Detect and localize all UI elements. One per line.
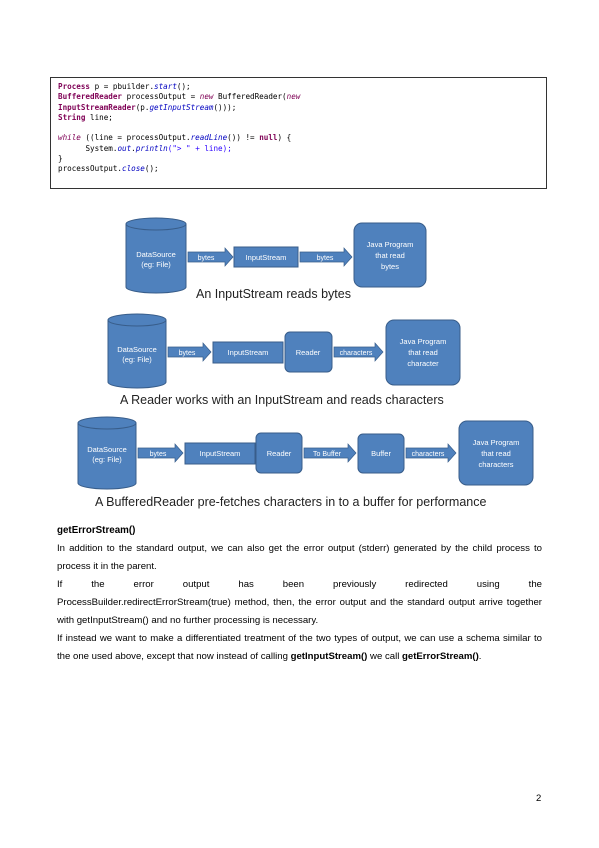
datasource-cylinder: DataSource (eg: File) [77, 416, 137, 490]
program-label: bytes [381, 262, 399, 271]
reader-box: Reader [255, 432, 303, 474]
code-line: while ((line = processOutput.readLine())… [58, 133, 292, 143]
arrow-label: bytes [179, 350, 196, 357]
arrow-characters: characters [405, 443, 457, 463]
arrow-characters: characters [333, 342, 384, 362]
arrow-bytes: bytes [137, 443, 184, 463]
program-label: that read [481, 449, 511, 458]
diagram-reader: DataSource (eg: File) bytes InputStream … [107, 313, 461, 407]
code-line-blank [58, 123, 539, 133]
arrow-label: characters [412, 451, 445, 458]
arrow-label: characters [340, 350, 373, 357]
buffer-box: Buffer [357, 433, 405, 474]
box-label: Reader [296, 348, 321, 357]
program-label: that read [408, 348, 438, 357]
datasource-sublabel: (eg: File) [141, 260, 171, 269]
datasource-label: DataSource [87, 445, 127, 454]
program-label: Java Program [473, 438, 520, 447]
program-label: Java Program [400, 337, 447, 346]
arrow-label: bytes [150, 451, 167, 458]
inputstream-box: InputStream [184, 442, 256, 465]
section-heading: getErrorStream() [57, 525, 136, 536]
arrow-bytes-1: bytes [187, 247, 234, 267]
section-body: getErrorStream() In addition to the stan… [57, 522, 542, 666]
datasource-cylinder: DataSource (eg: File) [107, 313, 167, 389]
java-program-box: Java Program that read character [385, 319, 461, 386]
java-program-box: Java Program that read bytes [353, 222, 427, 288]
reader-box: Reader [284, 331, 333, 373]
page-number: 2 [536, 793, 542, 804]
inputstream-box: InputStream [233, 246, 299, 268]
program-label: character [407, 359, 439, 368]
paragraph-2: ProcessBuilder.redirectErrorStream(true)… [57, 597, 542, 626]
paragraph-3-text: . [478, 651, 482, 662]
code-line: InputStreamReader(p.getInputStream())); [58, 102, 237, 112]
paragraph-3-text: we call [367, 651, 403, 662]
code-line: String line; [58, 112, 113, 122]
inputstream-box: InputStream [212, 341, 284, 364]
diagram-caption: A Reader works with an InputStream and r… [120, 393, 444, 407]
code-line: Process p = pbuilder.start(); [58, 82, 191, 91]
arrow-label: bytes [317, 255, 334, 262]
code-listing: Process p = pbuilder.start(); BufferedRe… [50, 77, 547, 189]
diagram-caption: An InputStream reads bytes [196, 287, 351, 301]
java-program-box: Java Program that read characters [458, 420, 534, 486]
program-label: Java Program [367, 240, 414, 249]
datasource-sublabel: (eg: File) [122, 355, 152, 364]
arrow-label: bytes [198, 255, 215, 262]
code-line: } [58, 154, 63, 164]
box-label: InputStream [200, 449, 241, 458]
program-label: that read [375, 251, 405, 260]
diagram-bufferedreader: DataSource (eg: File) bytes InputStream … [77, 416, 534, 509]
program-label: characters [478, 460, 513, 469]
datasource-label: DataSource [117, 345, 157, 354]
datasource-sublabel: (eg: File) [92, 455, 122, 464]
arrow-to-buffer: To Buffer [303, 443, 357, 463]
arrow-bytes-2: bytes [299, 247, 353, 267]
box-label: InputStream [246, 253, 287, 262]
box-label: Reader [267, 449, 292, 458]
method-name: getErrorStream() [402, 651, 479, 662]
datasource-cylinder: DataSource (eg: File) [125, 217, 187, 294]
paragraph-3: If instead we want to make a differentia… [57, 630, 542, 666]
paragraph-3-text: If instead we want to make a differentia… [57, 633, 542, 662]
paragraph-1: In addition to the standard output, we c… [57, 543, 542, 572]
code-line: processOutput.close(); [58, 164, 159, 174]
diagram-caption: A BufferedReader pre-fetches characters … [95, 495, 486, 509]
paragraph-2-line-1: If the error output has been previously … [57, 579, 542, 590]
box-label: Buffer [371, 449, 391, 458]
code-line: System.out.println("> " + line); [85, 143, 232, 153]
arrow-label: To Buffer [313, 451, 342, 458]
diagram-inputstream: DataSource (eg: File) bytes InputStream … [125, 217, 427, 301]
code-line: BufferedReader processOutput = new Buffe… [58, 92, 301, 102]
datasource-label: DataSource [136, 250, 176, 259]
method-name: getInputStream() [290, 651, 368, 662]
box-label: InputStream [228, 348, 269, 357]
arrow-bytes: bytes [167, 342, 212, 362]
